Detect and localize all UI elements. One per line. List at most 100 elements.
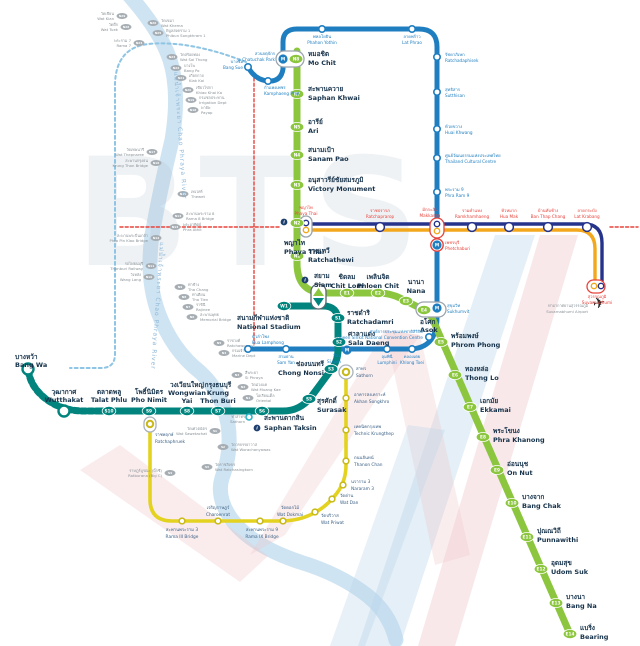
map-label: Sala Daeng xyxy=(348,339,390,347)
station-wat-dan xyxy=(328,495,336,503)
phaya-thai-info-icon xyxy=(280,218,288,226)
line-mrt-future-extension xyxy=(69,42,247,369)
pier-wat-khema-label-en: Wat Khema xyxy=(161,23,183,28)
pier-khiao-khai-ka xyxy=(182,87,194,93)
station-wat-priwat xyxy=(311,508,319,516)
pier-wat-thepnaree-badge: N17 xyxy=(149,150,155,154)
pier-ratburana-big-c--badge: S4 xyxy=(168,471,172,475)
station-saphan-khwai-badge: N7 xyxy=(294,92,301,98)
map-label: สะพานพระราม 3 xyxy=(166,527,198,533)
station-ratchaprarop xyxy=(374,221,386,233)
map-label: สะพานพระราม 9 xyxy=(246,527,278,533)
map-label: กรุงธนบุรี xyxy=(205,381,232,389)
station-punnawithi-badge: E11 xyxy=(523,535,532,541)
sathorn-central-pier xyxy=(245,413,253,421)
map-label: Sam Yan xyxy=(277,360,295,365)
map-label: Si Lom xyxy=(327,359,341,364)
pier-memorial-bridge xyxy=(186,314,198,320)
map-label: บางซื่อ xyxy=(231,58,244,64)
pier-marine-dept-label-th: กรมเจ้าท่า xyxy=(232,348,249,353)
saphan-taksin-info-icon-glyph: i xyxy=(256,426,258,432)
map-label: Rama III Bridge xyxy=(166,534,199,540)
pier-khiao-khai-ka-badge: N20 xyxy=(185,88,191,92)
pier-irrigation-dept-label-th: กรมชลประทาน xyxy=(199,95,225,100)
station-ratchathewi xyxy=(289,250,305,261)
map-label: บางจาก xyxy=(522,493,544,501)
station-wongwian-yai-badge: S8 xyxy=(184,409,190,415)
map-label: Bang Wa xyxy=(15,361,47,369)
watermark-band-5 xyxy=(330,425,445,646)
map-label: สุรศักดิ์ xyxy=(317,396,338,405)
pier-wat-soi-thong-label-en: Wat Soi Thong xyxy=(180,57,208,62)
map-label: Ramkhamhaeng xyxy=(455,214,490,219)
map-label: แบริ่ง xyxy=(580,622,595,632)
map-label: Saphan Khwai xyxy=(308,94,360,102)
watermark-band-3 xyxy=(250,330,420,555)
station-ekkamai-badge: E7 xyxy=(467,405,473,411)
pier-ratchawongse-badge: N5 xyxy=(217,341,221,345)
station-bang-wa xyxy=(21,362,35,376)
map-label: นราราม 3 xyxy=(351,479,371,485)
station-si-lom-m-icon: M xyxy=(345,348,349,354)
map-label: ราชพฤกษ์ xyxy=(155,432,174,438)
siam-central-station xyxy=(310,283,327,310)
map-label: Ari xyxy=(308,127,318,135)
station-saphan-khwai xyxy=(289,89,305,100)
pier-si-phraya xyxy=(231,372,243,378)
map-label: เทคนิคกรุงเทพ xyxy=(354,424,381,430)
map-label: หัวลำโพง xyxy=(252,334,269,339)
map-label: ราชปรารภ xyxy=(370,208,390,213)
pier-phra-pin-klao-bridge-label-th: สะพานพระปิ่นเกล้า xyxy=(117,233,148,238)
map-label: นานา xyxy=(408,278,425,286)
line-silom-line xyxy=(96,302,342,415)
pier-thonburi-railway-label-en: Thonburi Railway xyxy=(109,266,144,271)
pier-wat-kian-label-en: Wat Kian xyxy=(97,16,114,21)
station-nana-badge: E3 xyxy=(403,299,409,305)
pier-thonburi-railway xyxy=(145,263,157,269)
station-chit-lom xyxy=(339,287,355,298)
pier-oriental-label-en: Oriental xyxy=(256,398,271,403)
suvarnabhumi-airport-plane-icon: ✈ xyxy=(591,293,607,313)
pier-bang-po-badge: N22 xyxy=(173,66,179,70)
pier-wat-muang-kae-badge: N2 xyxy=(241,385,245,389)
station-sutthisan xyxy=(432,88,441,97)
pier-rama-7-badge: N24 xyxy=(136,41,142,45)
pier-memorial-bridge-label-en: Memorial Bridge xyxy=(200,317,232,322)
map-label: ราชเทวี xyxy=(308,247,330,255)
map-label: Ratchaprarop xyxy=(366,214,395,219)
map-label: ศูนย์วัฒนธรรมแห่งประเทศไทย xyxy=(445,152,501,159)
station-lat-phrao xyxy=(407,24,416,33)
pier-wang-lang-label-en: Wang Lang xyxy=(120,277,142,282)
map-label: Bang Sue xyxy=(223,65,243,70)
pier-si-phraya-label-en: Si Phraya xyxy=(245,375,263,380)
map-label: ช่องนนทรี xyxy=(296,360,325,368)
pier-wat-thepnaree-label-th: วัดเทพนารี xyxy=(126,147,144,152)
map-label: สนามเป้า xyxy=(308,145,335,154)
pier-phra-athit xyxy=(169,224,181,230)
station-sukhumvit-mrt xyxy=(432,303,442,313)
pier-khiao-khai-ka-label-en: Khiao Khai Ka xyxy=(196,90,222,95)
pier-tha-chang-label-en: Tha Chang xyxy=(187,287,209,292)
station-surasak-badge: S5 xyxy=(306,397,312,403)
station-phra-ram-9 xyxy=(432,188,441,197)
pier-phra-athit-label-th: พระอาทิตย์ xyxy=(183,222,201,227)
station-chit-lom-badge: E1 xyxy=(344,291,350,297)
station-ratchadaphisek xyxy=(432,52,441,61)
map-label: วุฒากาศ xyxy=(52,388,78,396)
map-label: Siam xyxy=(314,281,332,289)
map-label: Ban Thap Chang xyxy=(531,214,566,219)
pier-tha-chang-label-th: ท่าช้าง xyxy=(188,282,199,287)
map-label: Suvarnabhumi Airport xyxy=(546,309,588,314)
station-suvarnabhumi-express xyxy=(597,282,605,290)
pier-ratburana-big-c- xyxy=(164,470,176,476)
bts-watermark: BTS xyxy=(75,127,430,301)
saphan-taksin-info-icon xyxy=(253,424,261,432)
map-label: Queen Sirikit National Convention Centre xyxy=(337,335,424,340)
station-ramkhamhaeng xyxy=(466,221,478,233)
pier-oriental-badge: N1 xyxy=(246,396,250,400)
map-label: สยาม xyxy=(314,272,330,280)
map-label: Chatuchak Park xyxy=(242,57,275,62)
station-bang-chak xyxy=(504,497,520,508)
map-label: Akhan Songkhro xyxy=(354,399,390,405)
